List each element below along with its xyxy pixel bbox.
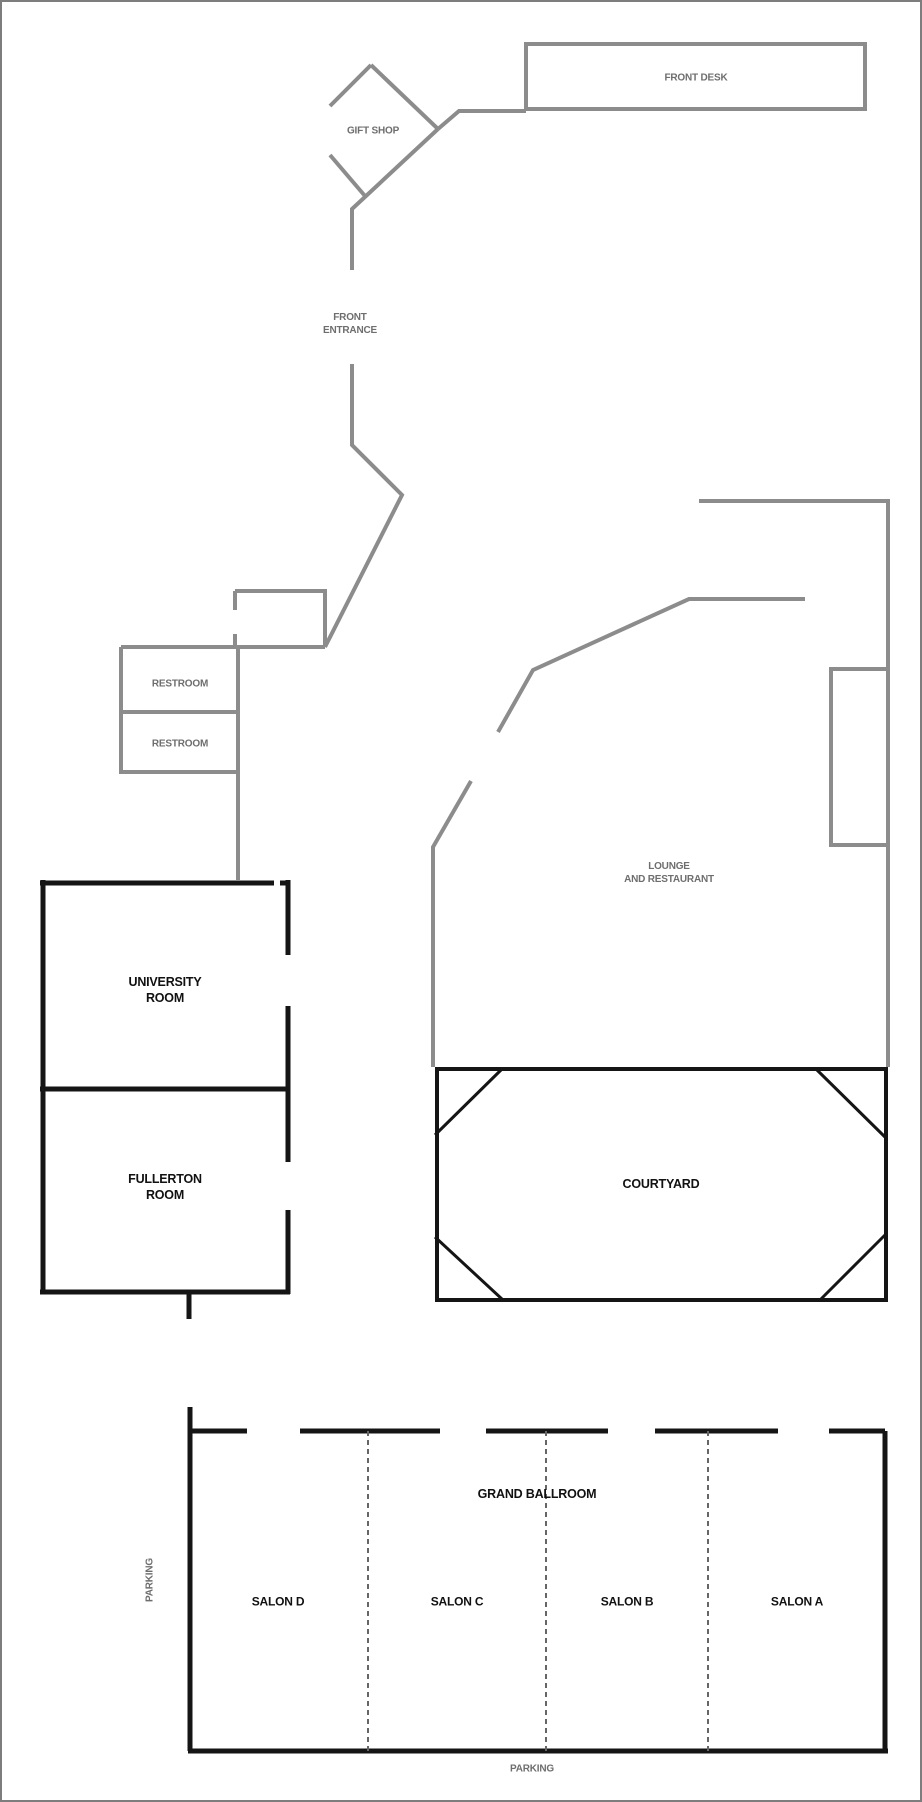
lounge-label: LOUNGE AND RESTAURANT bbox=[624, 860, 714, 886]
front-entrance-label: FRONT ENTRANCE bbox=[323, 311, 377, 337]
partition-lines bbox=[367, 1431, 709, 1751]
fullerton-room-line2: ROOM bbox=[145, 1188, 185, 1202]
fullerton-room-label: FULLERTON ROOM bbox=[128, 1171, 202, 1203]
gift-shop-label: GIFT SHOP bbox=[346, 125, 400, 137]
university-room-line1: UNIVERSITY bbox=[128, 975, 202, 989]
front-entrance-line2: ENTRANCE bbox=[323, 325, 377, 336]
parking-bottom-label: PARKING bbox=[510, 1763, 554, 1775]
university-room-label: UNIVERSITY ROOM bbox=[128, 974, 201, 1006]
salon-a-label: SALON A bbox=[770, 1594, 824, 1609]
parking-left-label: PARKING bbox=[144, 1558, 156, 1602]
salon-c-label: SALON C bbox=[430, 1594, 484, 1609]
lounge-line2: AND RESTAURANT bbox=[624, 874, 714, 885]
restroom-upper-label: RESTROOM bbox=[151, 678, 209, 690]
grand-ballroom-label: GRAND BALLROOM bbox=[477, 1487, 597, 1501]
front-desk-outline bbox=[524, 42, 867, 111]
front-entrance-line1: FRONT bbox=[333, 312, 367, 323]
front-desk-label: FRONT DESK bbox=[664, 72, 728, 84]
fullerton-room-line1: FULLERTON bbox=[128, 1172, 202, 1186]
university-room-line2: ROOM bbox=[145, 991, 185, 1005]
courtyard-corner-planters bbox=[433, 1067, 888, 1302]
room-walls bbox=[40, 880, 888, 1754]
salon-b-label: SALON B bbox=[600, 1594, 654, 1609]
restroom-lower-label: RESTROOM bbox=[151, 738, 209, 750]
courtyard-walls bbox=[433, 1067, 888, 1302]
salon-d-label: SALON D bbox=[251, 1594, 305, 1609]
lounge-line1: LOUNGE bbox=[648, 861, 690, 872]
gray-walls bbox=[119, 42, 890, 1067]
courtyard-label: COURTYARD bbox=[622, 1177, 700, 1191]
